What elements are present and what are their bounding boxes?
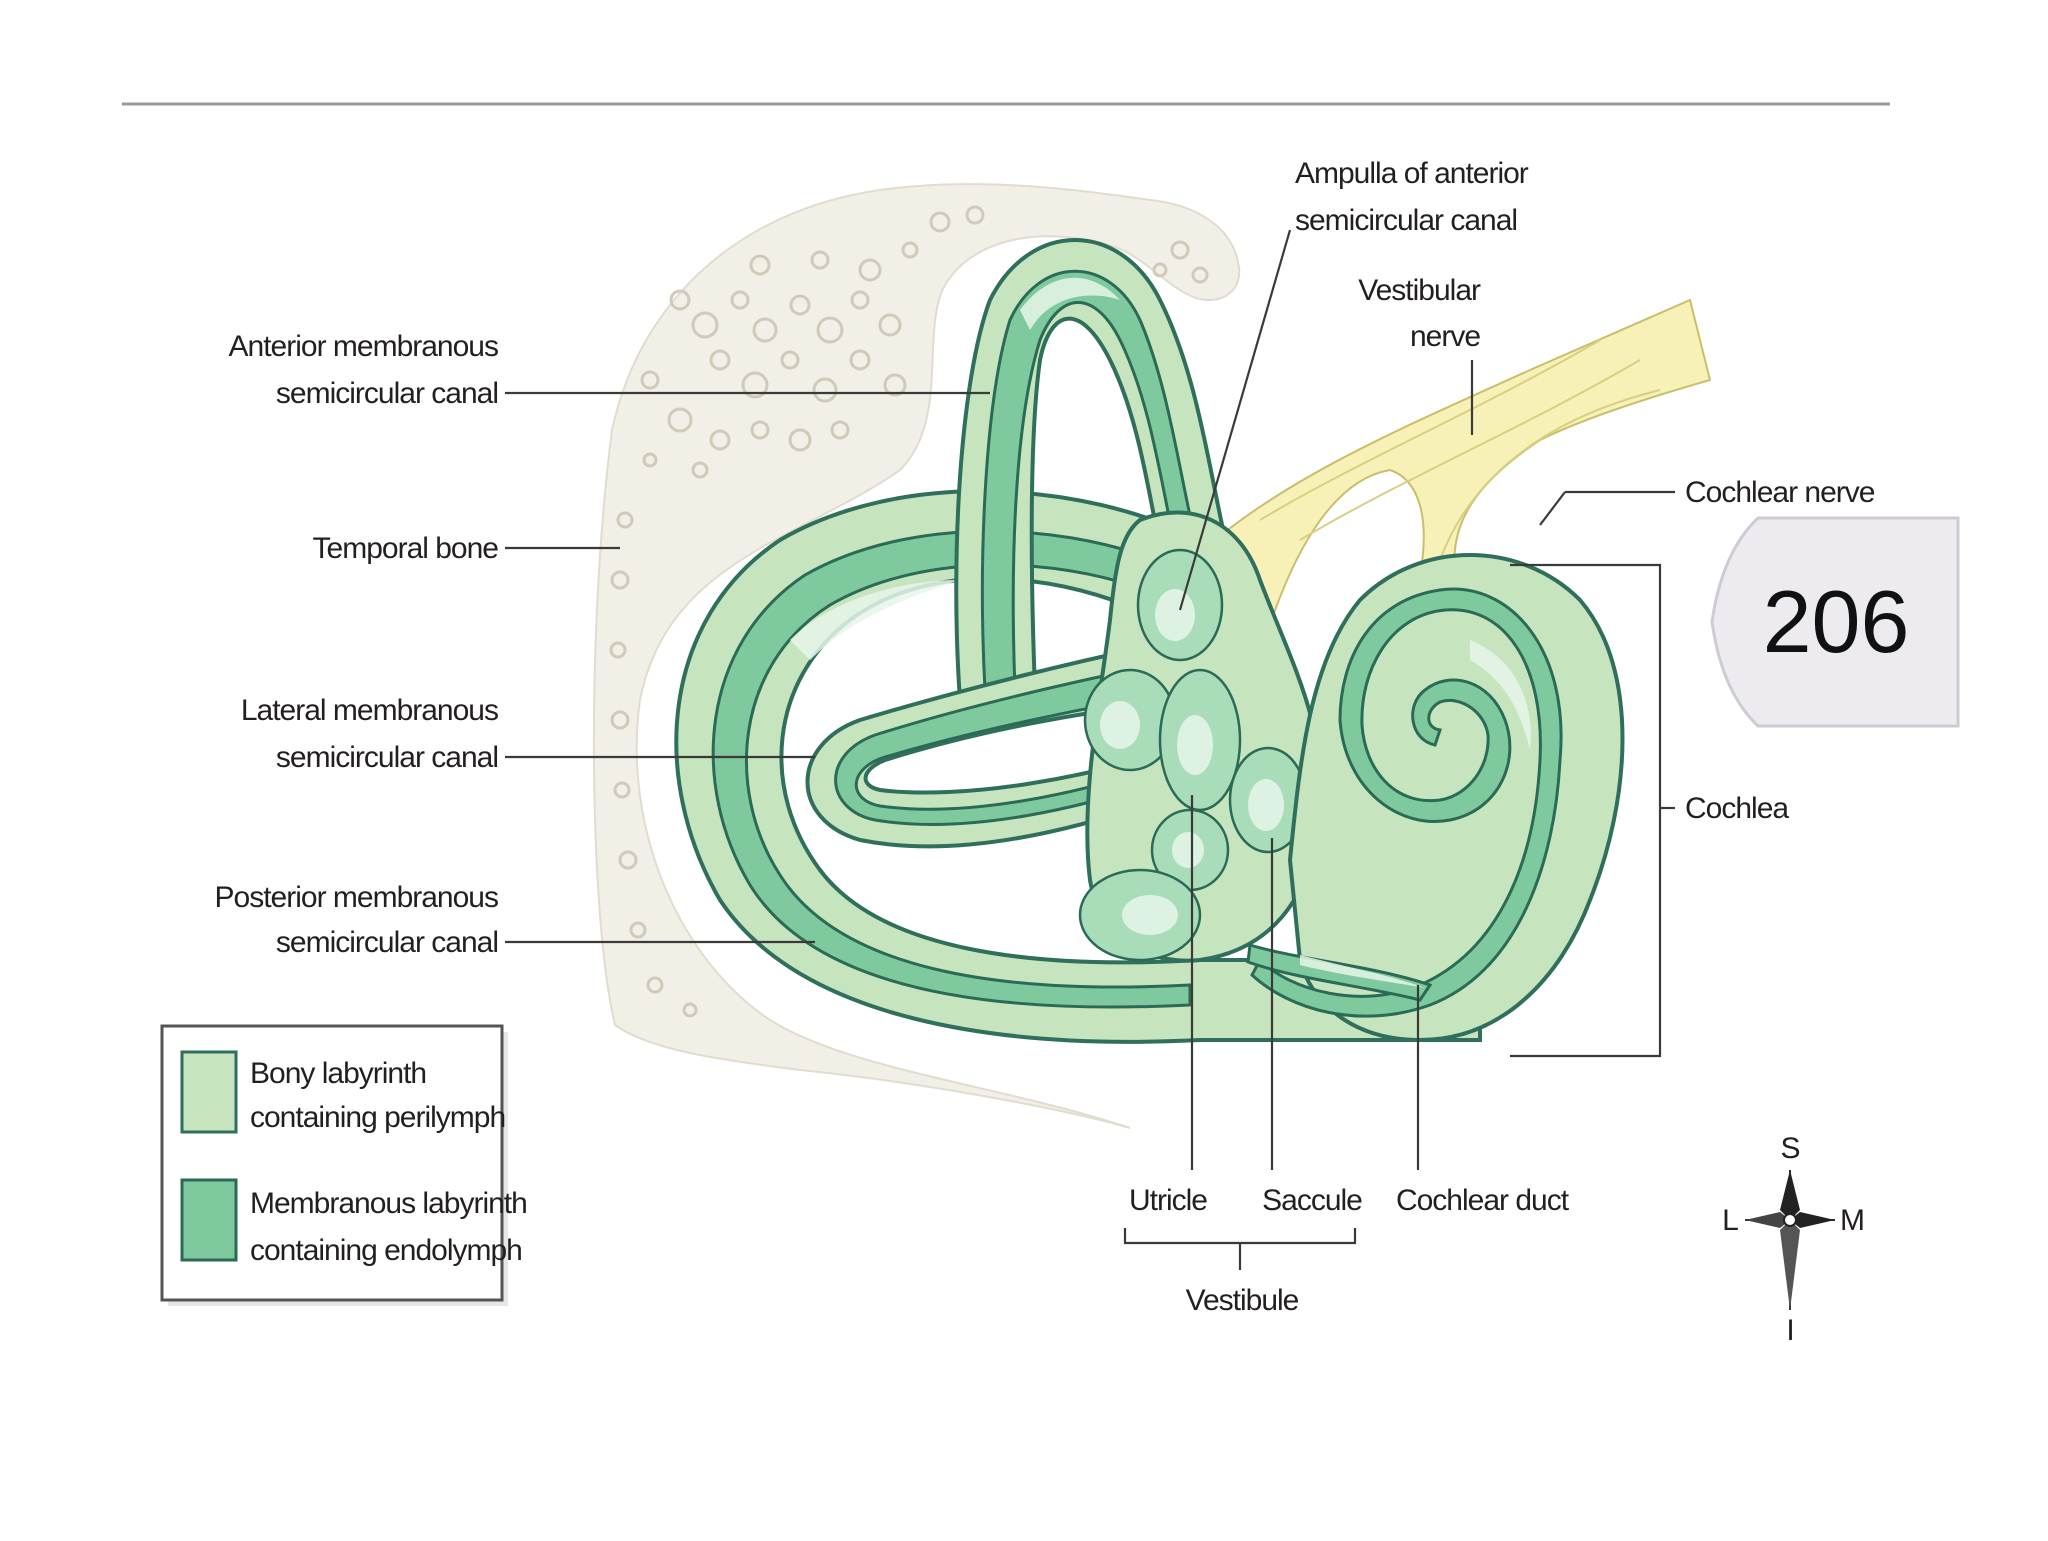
label-cochlea: Cochlea <box>1685 792 1789 825</box>
page-number-tab: 206 <box>1710 516 1960 728</box>
legend: Bony labyrinth containing perilymph Memb… <box>160 1024 528 1306</box>
compass-lateral: L <box>1722 1204 1738 1237</box>
legend-bony-line1: Bony labyrinth <box>250 1057 426 1090</box>
label-vestibular-nerve-line1: Vestibular <box>1358 274 1481 307</box>
label-posterior-canal-line1: Posterior membranous <box>215 881 498 914</box>
page-number: 206 <box>1763 572 1910 671</box>
label-utricle: Utricle <box>1129 1184 1207 1217</box>
label-vestibular-nerve-line2: nerve <box>1410 320 1480 353</box>
vestibule-chamber <box>1078 510 1324 963</box>
label-cochlear-nerve: Cochlear nerve <box>1685 476 1875 509</box>
label-ampulla-line2: semicircular canal <box>1295 204 1517 237</box>
label-lateral-canal-line2: semicircular canal <box>276 741 498 774</box>
label-posterior-canal-line2: semicircular canal <box>276 926 498 959</box>
compass-medial: M <box>1840 1204 1864 1237</box>
orientation-compass: S I L M <box>1722 1132 1865 1347</box>
label-ampulla-line1: Ampulla of anterior <box>1295 157 1529 190</box>
label-temporal-bone: Temporal bone <box>313 532 499 565</box>
leader-lines <box>505 229 1675 1270</box>
compass-inferior: I <box>1786 1314 1793 1347</box>
temporal-bone <box>592 183 1241 1129</box>
legend-membranous-line1: Membranous labyrinth <box>250 1187 527 1220</box>
label-lateral-canal-line1: Lateral membranous <box>241 694 498 727</box>
label-anterior-canal-line1: Anterior membranous <box>229 330 498 363</box>
legend-swatch-bony <box>180 1050 238 1134</box>
label-cochlear-duct: Cochlear duct <box>1396 1184 1570 1217</box>
legend-bony-line2: containing perilymph <box>250 1101 505 1134</box>
compass-superior: S <box>1780 1132 1799 1165</box>
legend-swatch-membranous <box>180 1178 238 1262</box>
diagram-labels: Anterior membranous semicircular canal T… <box>215 157 1876 1317</box>
legend-membranous-line2: containing endolymph <box>250 1234 522 1267</box>
label-saccule: Saccule <box>1262 1184 1362 1217</box>
bone-texture <box>609 205 1209 1018</box>
label-vestibule: Vestibule <box>1186 1284 1299 1317</box>
label-anterior-canal-line2: semicircular canal <box>276 377 498 410</box>
cochlea-spiral <box>1246 553 1625 1043</box>
